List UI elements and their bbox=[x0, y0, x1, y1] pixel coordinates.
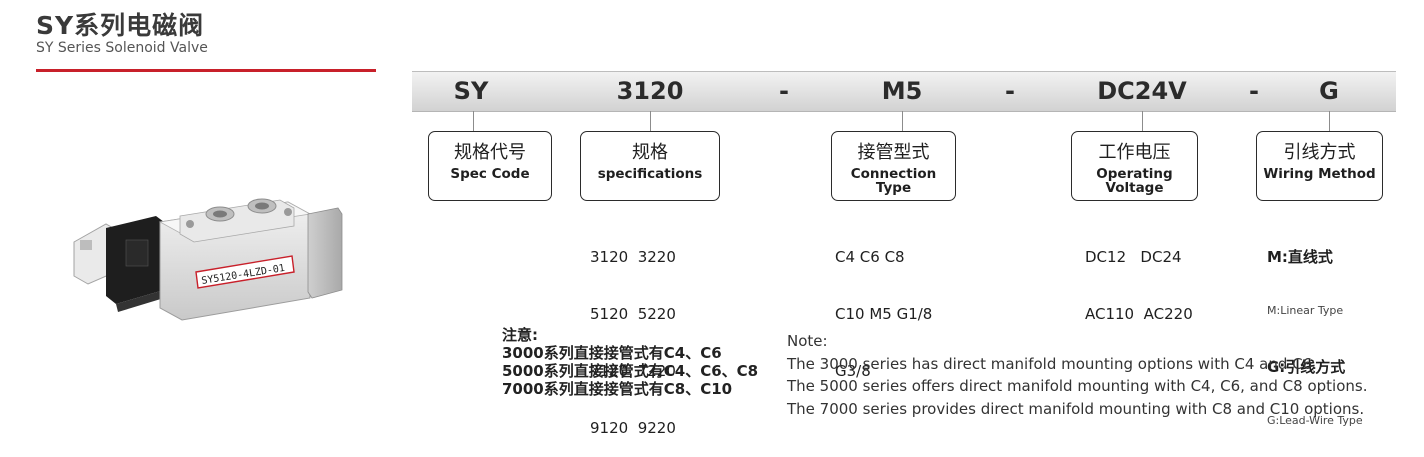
option-item: 3120 3220 bbox=[590, 248, 676, 266]
note-chinese: 注意: 3000系列直接接管式有C4、C6 5000系列直接接管式有C4、C6、… bbox=[502, 326, 759, 398]
page-title: SY系列电磁阀 bbox=[36, 11, 205, 40]
option-item: C10 M5 G1/8 bbox=[835, 305, 933, 323]
option-item: 5120 5220 bbox=[590, 305, 676, 323]
code-separator: - bbox=[1005, 77, 1015, 105]
option-item: G:引线方式 bbox=[1267, 358, 1346, 376]
option-subtext: M:Linear Type bbox=[1267, 304, 1344, 317]
note-english: Note: The 3000 series has direct manifol… bbox=[787, 332, 1368, 418]
code-segment-series: SY bbox=[453, 77, 489, 105]
option-item: C4 C6 C8 bbox=[835, 248, 905, 266]
model-code-bar: SY 3120 - M5 - DC24V - G bbox=[412, 71, 1396, 112]
code-segment-wiring: G bbox=[1319, 77, 1339, 105]
code-separator: - bbox=[1249, 77, 1259, 105]
option-item: 9120 9220 bbox=[590, 419, 676, 437]
option-item: DC12 DC24 bbox=[1085, 248, 1182, 266]
code-segment-spec: 3120 bbox=[616, 77, 684, 105]
connection-options: C4 C6 C8 C10 M5 G1/8 G3/8 bbox=[835, 210, 932, 400]
code-separator: - bbox=[779, 77, 789, 105]
option-item: G3/8 bbox=[835, 362, 871, 380]
code-segment-connection: M5 bbox=[881, 77, 923, 105]
voltage-options: DC12 DC24 AC110 AC220 bbox=[1085, 210, 1193, 343]
option-item: AC110 AC220 bbox=[1085, 305, 1193, 323]
connector-line bbox=[650, 111, 651, 131]
option-item: 7120 7220 bbox=[590, 362, 676, 380]
specifications-options: 3120 3220 5120 5220 7120 7220 9120 9220 bbox=[590, 210, 676, 457]
connector-line bbox=[902, 111, 903, 131]
operating-voltage-box: 工作电压 Operating Voltage bbox=[1071, 131, 1198, 201]
connector-line bbox=[1329, 111, 1330, 131]
solenoid-valve-image: SY5120-4LZD-01 bbox=[73, 198, 343, 321]
connection-type-box: 接管型式 Connection Type bbox=[831, 131, 956, 201]
page-subtitle: SY Series Solenoid Valve bbox=[36, 40, 208, 56]
wiring-method-box: 引线方式 Wiring Method bbox=[1256, 131, 1383, 201]
specifications-box: 规格 specifications bbox=[580, 131, 720, 201]
title-divider bbox=[36, 69, 376, 72]
option-item: M:直线式 bbox=[1267, 248, 1333, 266]
wiring-options: M:直线式 M:Linear Type G:引线方式 G:Lead-Wire T… bbox=[1267, 210, 1363, 447]
option-subtext: G:Lead-Wire Type bbox=[1267, 414, 1363, 427]
connector-line bbox=[473, 111, 474, 131]
spec-code-box: 规格代号 Spec Code bbox=[428, 131, 552, 201]
code-segment-voltage: DC24V bbox=[1097, 77, 1187, 105]
connector-line bbox=[1142, 111, 1143, 131]
